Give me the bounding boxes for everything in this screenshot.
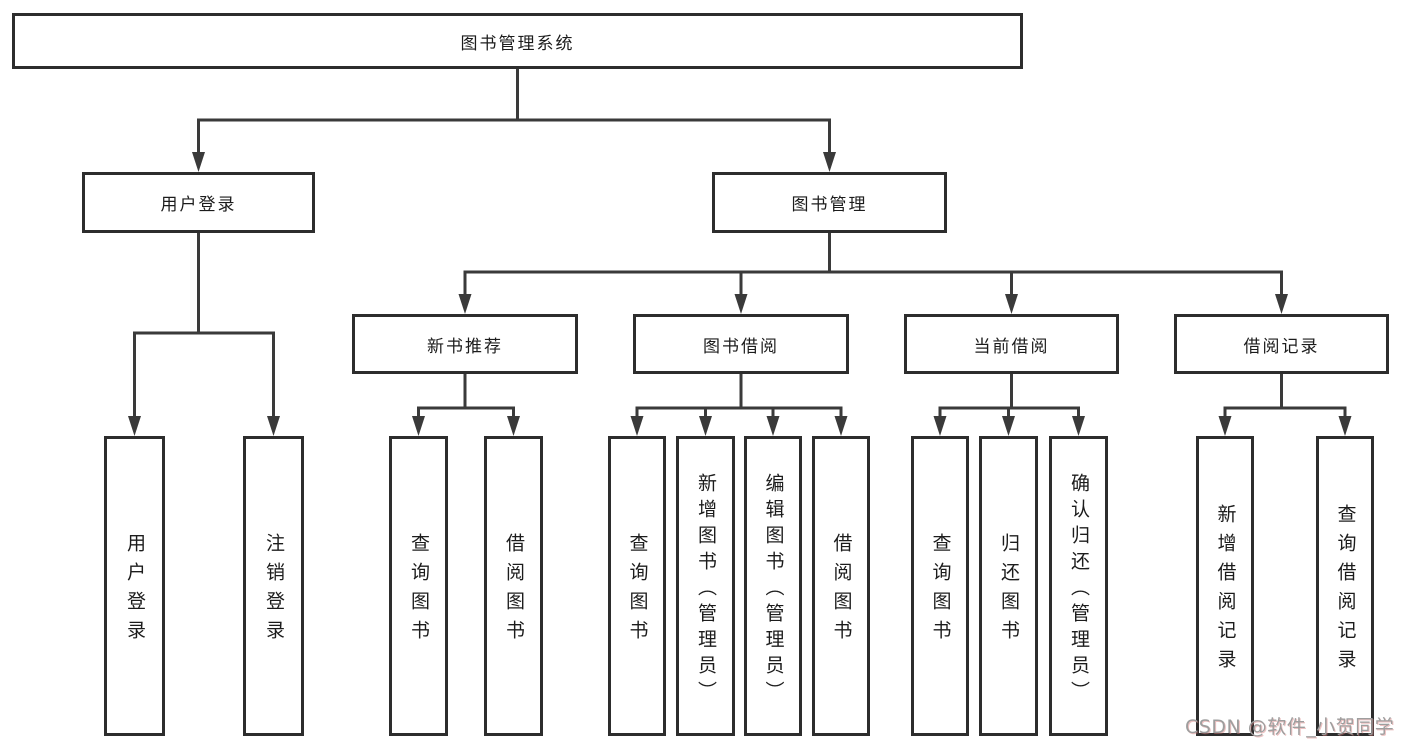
- node-label-leaf-query-books-1: 查询图书: [408, 533, 430, 649]
- node-leaf-query-books-1: 查询图书: [389, 436, 448, 736]
- arrowhead-icon: [933, 416, 947, 436]
- node-user-login: 用户登录: [82, 172, 315, 233]
- node-label-leaf-confirm-return: 确认归还（管理员）: [1068, 472, 1090, 707]
- watermark: CSDN @软件_小贺同学: [1185, 716, 1395, 738]
- node-label-book-mgmt: 图书管理: [791, 195, 868, 215]
- node-label-leaf-query-books-3: 查询图书: [929, 533, 952, 649]
- node-leaf-borrow-books-2: 借阅图书: [812, 436, 870, 736]
- node-leaf-edit-book: 编辑图书（管理员）: [744, 436, 802, 736]
- node-label-user-login: 用户登录: [160, 195, 237, 215]
- node-label-book-borrow: 图书借阅: [703, 336, 779, 357]
- node-label-leaf-return-book: 归还图书: [998, 533, 1020, 649]
- arrowhead-icon: [766, 416, 780, 436]
- node-label-new-book-rec: 新书推荐: [427, 336, 503, 357]
- node-leaf-return-book: 归还图书: [979, 436, 1038, 736]
- node-label-leaf-edit-book: 编辑图书（管理员）: [762, 472, 785, 707]
- node-borrow-records: 借阅记录: [1174, 314, 1389, 374]
- arrowhead-icon: [1002, 416, 1015, 436]
- node-leaf-user-login: 用户登录: [104, 436, 165, 736]
- arrowhead-icon: [1338, 416, 1352, 436]
- node-leaf-logout: 注销登录: [243, 436, 304, 736]
- node-leaf-borrow-books-1: 借阅图书: [484, 436, 543, 736]
- node-label-leaf-borrow-books-2: 借阅图书: [830, 533, 853, 649]
- node-current-borrow: 当前借阅: [904, 314, 1119, 374]
- node-label-leaf-borrow-books-1: 借阅图书: [503, 533, 525, 649]
- arrowhead-icon: [834, 416, 848, 436]
- node-book-mgmt: 图书管理: [712, 172, 947, 233]
- arrowhead-icon: [823, 152, 836, 172]
- node-leaf-query-books-3: 查询图书: [911, 436, 969, 736]
- node-leaf-confirm-return: 确认归还（管理员）: [1049, 436, 1108, 736]
- node-label-leaf-query-borrow-rec: 查询借阅记录: [1334, 504, 1357, 678]
- node-label-current-borrow: 当前借阅: [973, 336, 1050, 357]
- arrowhead-icon: [1005, 294, 1018, 314]
- node-label-leaf-add-borrow-rec: 新增借阅记录: [1214, 504, 1237, 678]
- arrowhead-icon: [458, 294, 472, 314]
- node-leaf-add-borrow-rec: 新增借阅记录: [1196, 436, 1254, 736]
- arrowhead-icon: [507, 416, 520, 436]
- node-label-leaf-user-login: 用户登录: [124, 533, 146, 649]
- arrowhead-icon: [734, 294, 748, 314]
- arrowhead-icon: [1218, 416, 1232, 436]
- arrowhead-icon: [630, 416, 644, 436]
- arrowhead-icon: [192, 152, 205, 172]
- node-root: 图书管理系统: [12, 13, 1023, 69]
- node-leaf-add-book: 新增图书（管理员）: [676, 436, 735, 736]
- arrowhead-icon: [699, 416, 712, 436]
- node-leaf-query-borrow-rec: 查询借阅记录: [1316, 436, 1374, 736]
- node-label-leaf-logout: 注销登录: [263, 533, 285, 649]
- arrowhead-icon: [1072, 416, 1085, 436]
- node-label-borrow-records: 借阅记录: [1243, 336, 1320, 357]
- arrowhead-icon: [267, 416, 280, 436]
- node-label-leaf-add-book: 新增图书（管理员）: [695, 472, 717, 707]
- arrowhead-icon: [128, 416, 141, 436]
- node-book-borrow: 图书借阅: [633, 314, 849, 374]
- node-label-leaf-query-books-2: 查询图书: [626, 533, 649, 649]
- node-new-book-rec: 新书推荐: [352, 314, 578, 374]
- node-label-root: 图书管理系统: [460, 33, 575, 54]
- node-leaf-query-books-2: 查询图书: [608, 436, 666, 736]
- arrowhead-icon: [1275, 294, 1288, 314]
- arrowhead-icon: [412, 416, 425, 436]
